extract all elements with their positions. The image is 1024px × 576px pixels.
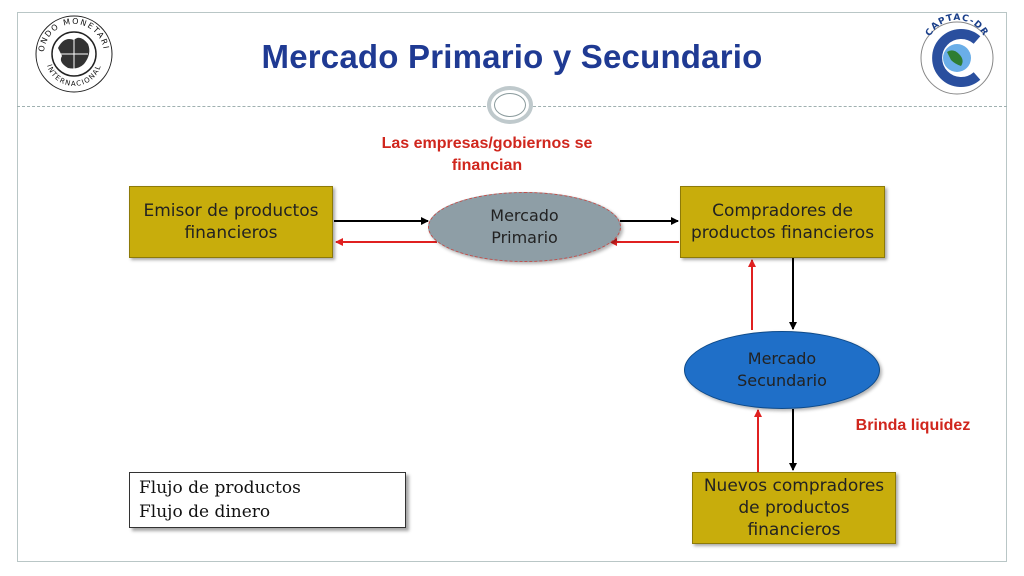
mercado-secundario-node: Mercado Secundario [684,331,880,409]
slide-frame [17,12,1007,562]
mercado-primario-label: Mercado Primario [490,206,559,247]
mercado-primario-node: Mercado Primario [428,192,621,262]
mercado-secundario-label: Mercado Secundario [737,349,827,390]
page-title: Mercado Primario y Secundario [261,38,763,75]
legend-products-label: Flujo de productos [139,478,301,498]
emisor-box: Emisor de productos financieros [129,186,333,258]
imf-logo: FONDO MONETARIO INTERNACIONAL [34,14,113,93]
compradores-box: Compradores de productos financieros [680,186,885,258]
nuevos-compradores-box: Nuevos compradores de productos financie… [692,472,896,544]
legend: Flujo de productos Flujo de dinero [129,472,406,528]
emisor-label: Emisor de productos financieros [143,201,319,243]
annotation-primary-market: Las empresas/gobiernos se financian [381,135,593,174]
header-ornament [487,86,533,124]
compradores-label: Compradores de productos financieros [690,201,875,243]
nuevos-compradores-label: Nuevos compradores de productos financie… [703,476,885,540]
annotation-secondary-market: Brinda liquidez [855,417,971,434]
legend-money-label: Flujo de dinero [139,502,271,522]
captac-logo: CAPTAC-DR [920,13,994,95]
